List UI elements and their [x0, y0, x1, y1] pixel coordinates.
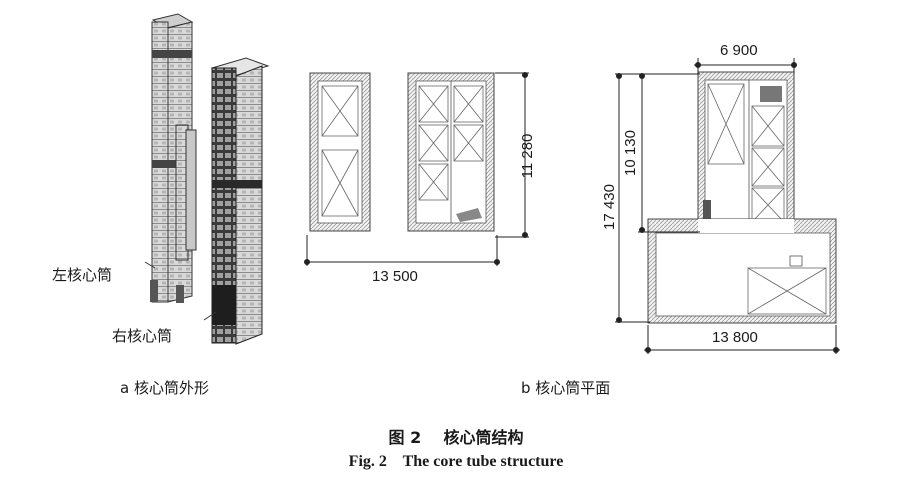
plan2-total-height-dimension: 17 430 [601, 184, 618, 230]
plan1-dimensions [304, 72, 529, 266]
left-core-tower [144, 13, 197, 303]
plan2-dimensions [615, 58, 840, 354]
plan2-bottom-width-dimension: 13 800 [712, 329, 758, 346]
left-core-label: 左核心筒 [52, 266, 113, 284]
plan1-height-dimension: 11 280 [519, 133, 536, 179]
plan2-lower-core [647, 218, 837, 324]
plan1-right-core [407, 72, 495, 232]
panel-b-caption: b 核心筒平面 [521, 379, 611, 397]
plan1-left-core [309, 72, 371, 232]
right-core-tower [203, 57, 270, 345]
plan1-width-dimension: 13 500 [372, 268, 418, 285]
figure-caption-chinese: 图 2 核心筒结构 [388, 428, 524, 447]
panel-a-caption: a 核心筒外形 [120, 379, 209, 397]
figure-caption-english: Fig. 2 The core tube structure [348, 453, 564, 470]
plan2-upper-height-dimension: 10 130 [622, 130, 639, 176]
plan2-top-width-dimension: 6 900 [720, 42, 758, 59]
plan2-upper-core [697, 71, 795, 233]
right-core-label: 右核心筒 [112, 327, 173, 345]
